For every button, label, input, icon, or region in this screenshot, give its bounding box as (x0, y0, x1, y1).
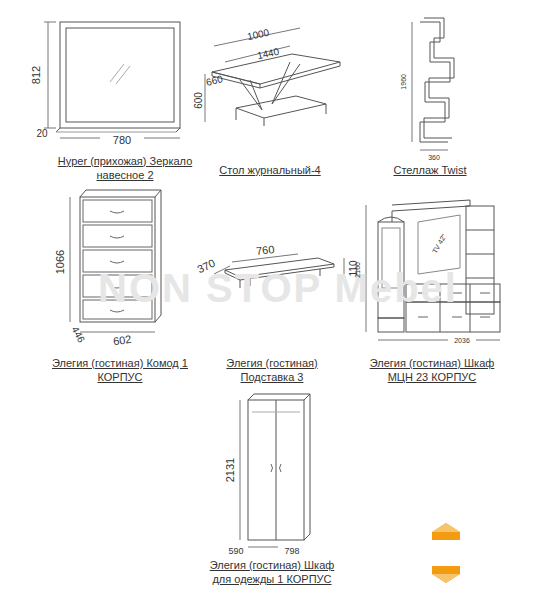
dimension-label: 602 (112, 333, 132, 348)
dimension-label: 660 (205, 73, 224, 88)
dimension-label: 760 (255, 243, 275, 257)
product-caption: Элегия (гостиная) Комод 1 КОРПУС (45, 356, 195, 385)
dimension-label: 812 (30, 66, 42, 84)
watermark: NON STOP Mebel (98, 266, 458, 310)
dimension-label: TV 42" (431, 233, 448, 255)
product-caption: Элегия (гостиная) Подставка 3 (212, 356, 332, 385)
product-caption: Стеллаж Twist (360, 163, 500, 177)
dimension-label: 1960 (400, 74, 408, 90)
dimension-label: 2036 (454, 337, 470, 345)
dimension-label: 360 (428, 154, 440, 162)
product-caption: Элегия (гостиная) Шкаф МЦН 23 КОРПУС (357, 356, 507, 385)
dimension-label: 1066 (54, 250, 66, 274)
dimension-label: 590 (228, 547, 243, 557)
dimension-label: 2100 (354, 262, 362, 278)
product-caption: Элегия (гостиная) Шкаф для одежды 1 КОРП… (202, 558, 342, 587)
dimension-label: 446 (69, 324, 87, 344)
dimension-label: 20 (36, 128, 47, 139)
product-caption: Стол журнальный-4 (200, 163, 340, 177)
dimension-label: 2131 (224, 458, 236, 482)
wardrobe-drawing (240, 394, 310, 547)
dimension-label: 1440 (256, 45, 280, 60)
dimension-label: 600 (193, 92, 204, 109)
commode-drawing (70, 190, 161, 332)
nav-arrow-icons (432, 523, 460, 583)
dimension-label: 1000 (246, 26, 270, 41)
product-caption: Hyper (прихожая) Зеркало навесное 2 (50, 154, 200, 183)
coffee-table-drawing (205, 28, 340, 126)
mirror-drawing (44, 22, 180, 138)
dimension-label: 780 (113, 134, 131, 146)
shelf-twist-drawing (412, 18, 454, 150)
dimension-label: 798 (284, 547, 299, 557)
